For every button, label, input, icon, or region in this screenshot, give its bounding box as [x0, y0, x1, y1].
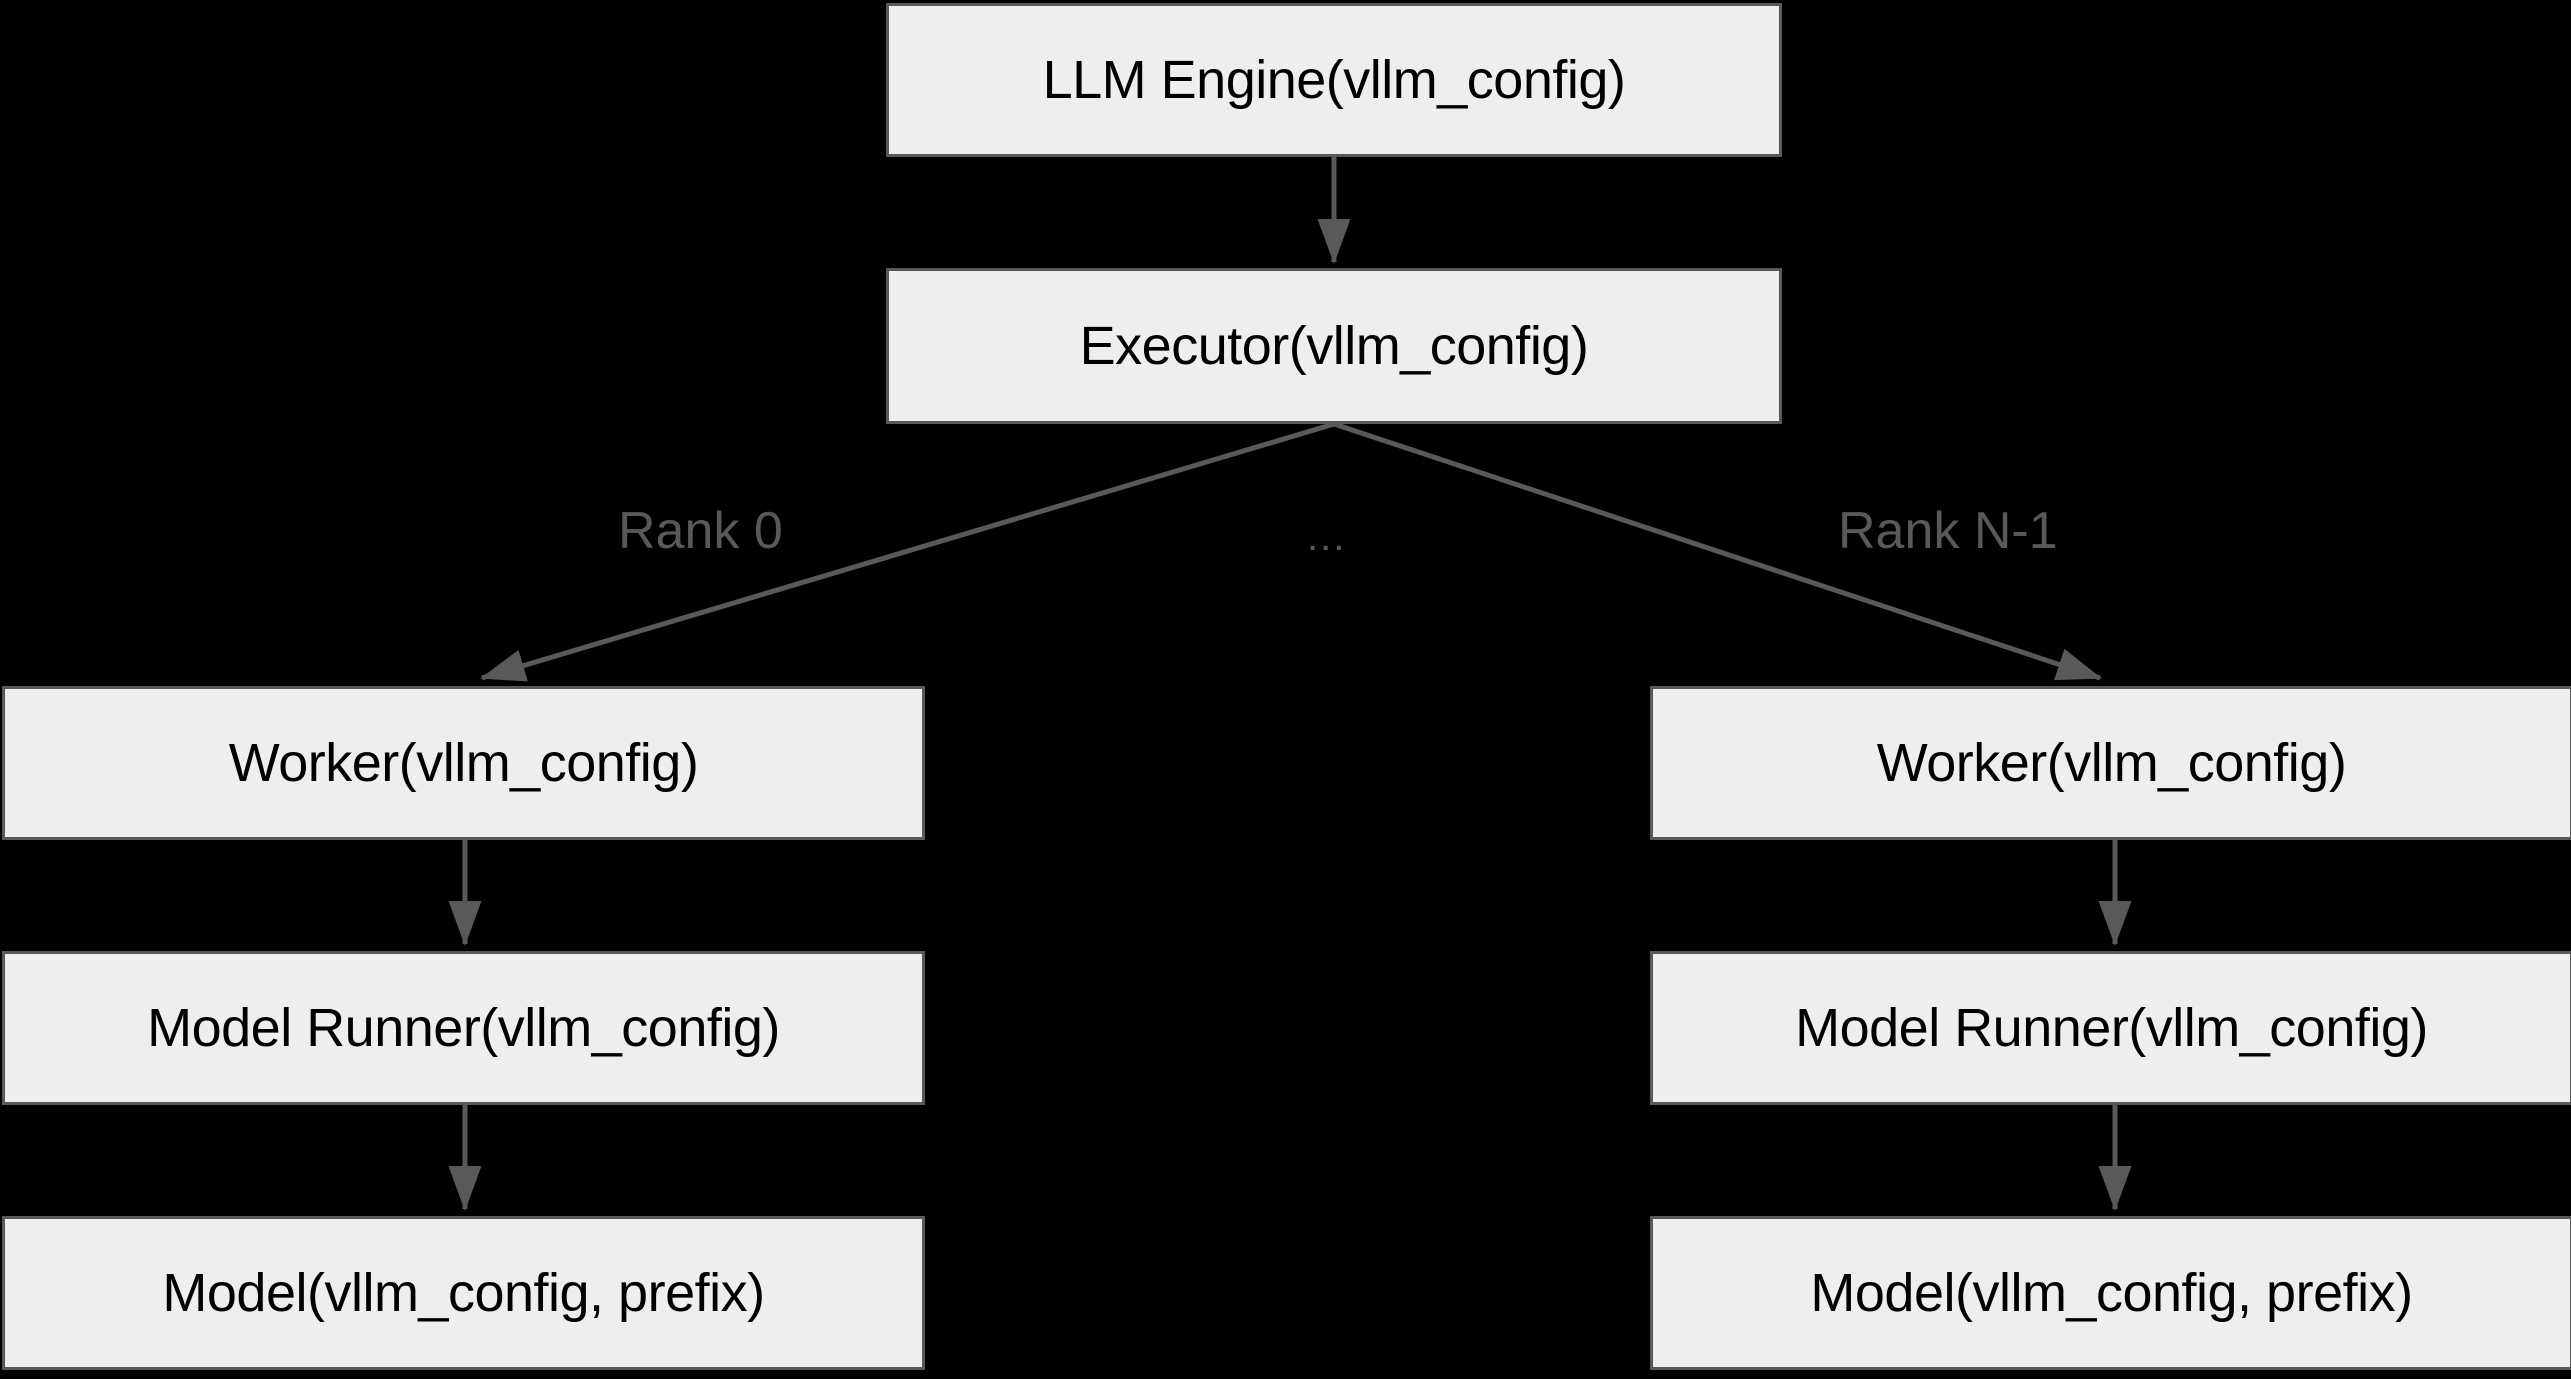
node-worker-rank-0[interactable]: Worker(vllm_config)	[2, 686, 925, 840]
edge-executor-to-worker-left	[480, 421, 1335, 682]
node-executor[interactable]: Executor(vllm_config)	[886, 268, 1782, 424]
node-model-runner-rank-0[interactable]: Model Runner(vllm_config)	[2, 951, 925, 1105]
node-model-runner-rank-n-1[interactable]: Model Runner(vllm_config)	[1650, 951, 2571, 1105]
node-model-rank-n-1[interactable]: Model(vllm_config, prefix)	[1650, 1216, 2571, 1370]
node-llm-engine[interactable]: LLM Engine(vllm_config)	[886, 3, 1782, 157]
node-worker-rank-n-1[interactable]: Worker(vllm_config)	[1650, 686, 2571, 840]
edge-label-ellipsis: ...	[1307, 515, 1347, 559]
edge-label-rank-n-1: Rank N-1	[1838, 502, 2058, 560]
node-model-rank-0[interactable]: Model(vllm_config, prefix)	[2, 1216, 925, 1370]
edge-label-rank-0: Rank 0	[618, 502, 783, 560]
